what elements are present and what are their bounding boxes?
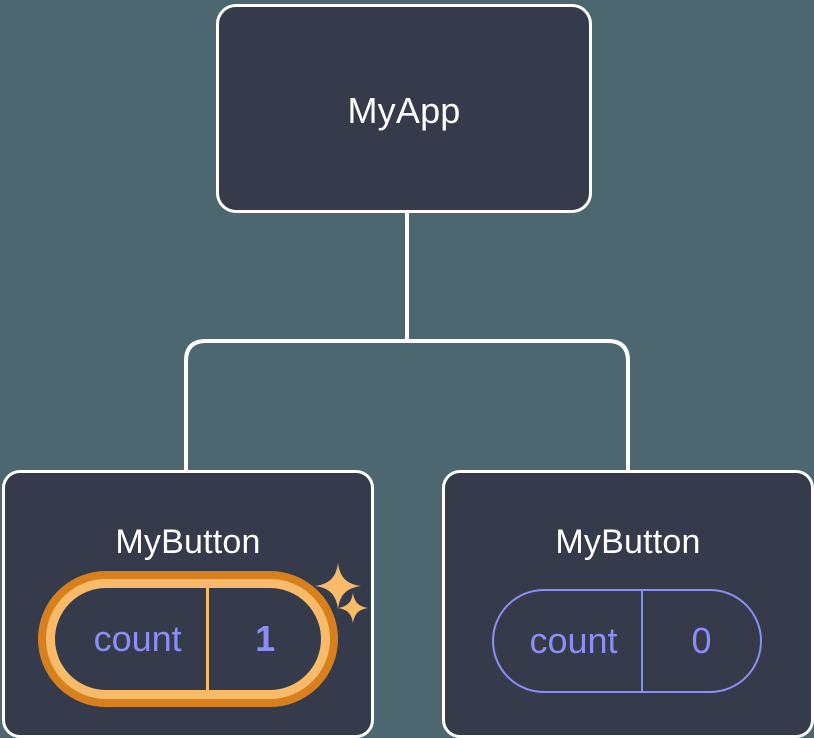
state-pill-count-plain[interactable]: count 0	[492, 589, 762, 693]
state-pill-key: count	[494, 591, 643, 691]
node-myapp-title: MyApp	[347, 90, 461, 131]
node-mybutton-right-title: MyButton	[555, 523, 701, 561]
state-pill-count-highlighted[interactable]: count 1	[38, 571, 338, 707]
node-myapp[interactable]: MyApp	[216, 4, 592, 213]
state-pill-inner: count 1	[46, 579, 330, 699]
state-pill-key: count	[55, 588, 210, 690]
state-pill-value: 1	[255, 618, 276, 659]
state-pill-value: 0	[691, 620, 712, 661]
connector-branch	[184, 339, 630, 470]
node-mybutton-left-title: MyButton	[115, 523, 261, 561]
